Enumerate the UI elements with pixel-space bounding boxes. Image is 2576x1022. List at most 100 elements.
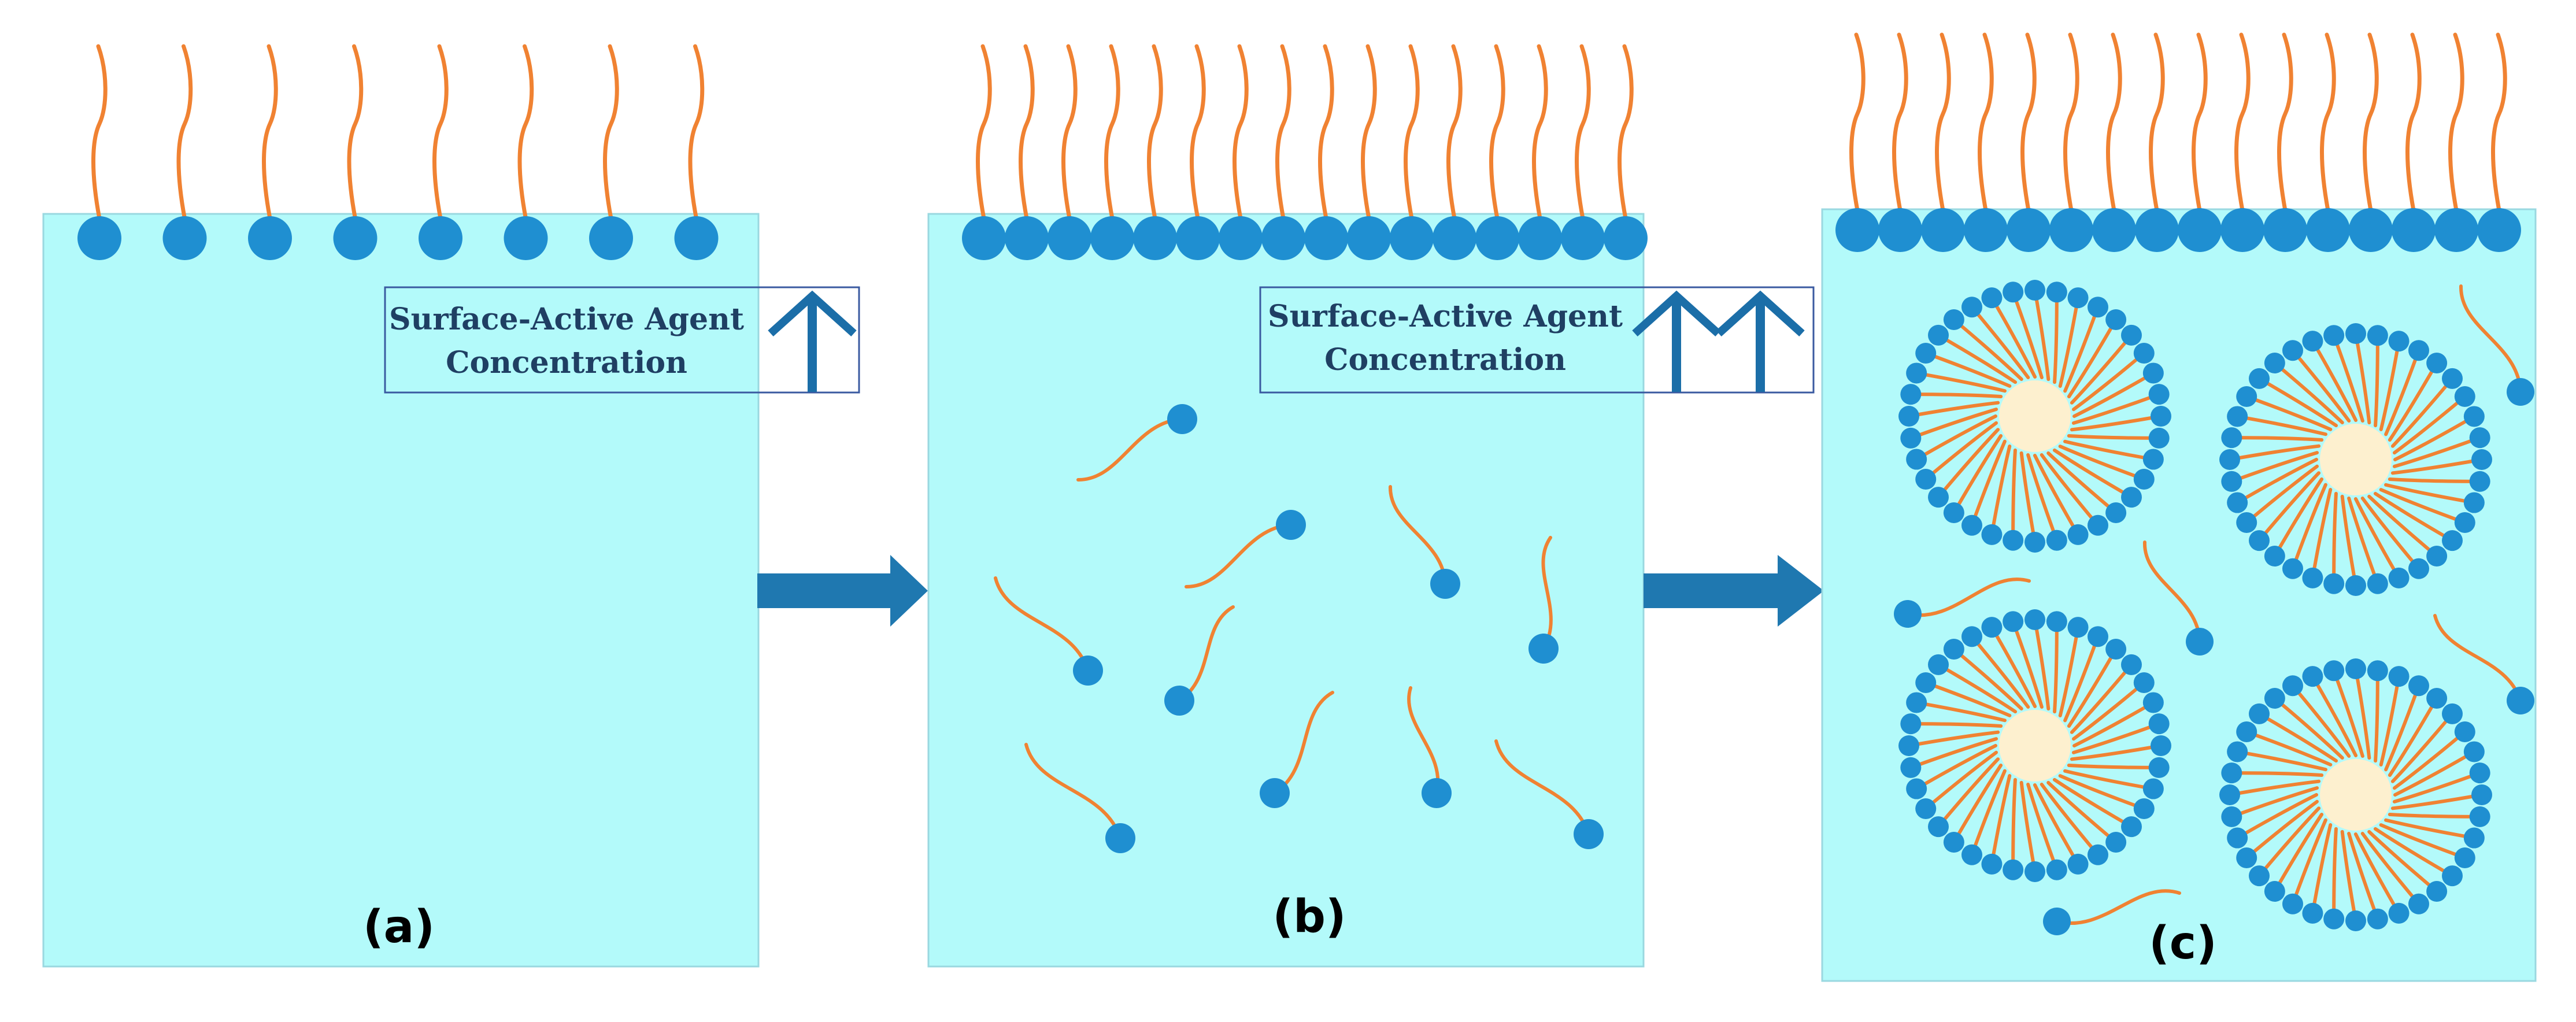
micelle-tail: [2067, 647, 2118, 728]
surfactant-tail: [2149, 32, 2165, 213]
micelle-tail: [2373, 491, 2454, 543]
micelle-head: [1928, 654, 1949, 675]
micelle-tail: [2379, 488, 2467, 524]
micelle-head: [2067, 287, 2089, 309]
micelle-head: [2471, 449, 2492, 470]
micelle-head: [2249, 865, 2270, 887]
micelle-head: [2227, 827, 2248, 849]
surfactant-head: [1261, 216, 1305, 260]
micelle-tail: [2311, 339, 2358, 422]
micelle-head: [2388, 567, 2410, 588]
free-surfactant-head: [2507, 687, 2534, 714]
micelle-tail: [2354, 667, 2371, 760]
micelle-tail: [2257, 376, 2338, 428]
micelle-tail: [1915, 371, 2007, 393]
micelle-core: [2320, 759, 2392, 831]
micelle-head: [2221, 471, 2242, 492]
surfactant-tail: [2106, 32, 2122, 213]
micelle: [2219, 658, 2492, 931]
process-arrow-b-to-c: [1644, 555, 1824, 627]
micelle-tail: [2228, 779, 2321, 797]
micelle-tail: [1915, 701, 2007, 723]
micelle-tail: [2011, 620, 2044, 709]
surfactant-head: [1176, 216, 1220, 260]
surfactant-tail: [2234, 32, 2251, 213]
surfactant-head: [1835, 208, 1879, 252]
micelle-tail: [2388, 477, 2482, 483]
free-surfactant-tail: [1388, 485, 1447, 586]
legend-label-line1-b: Surface-Active Agent: [1268, 299, 1623, 334]
micelle-head: [1900, 713, 1922, 735]
surfactant-tail: [1446, 44, 1463, 221]
micelle-tail: [1924, 421, 1998, 481]
surfactant-tail: [1318, 44, 1334, 221]
surfactant-head: [2263, 208, 2307, 252]
micelle-head: [2441, 368, 2463, 389]
surfactant-head: [2092, 208, 2136, 252]
micelle-head: [2264, 353, 2285, 374]
micelles-c: [1898, 280, 2492, 931]
micelle-tail: [1952, 434, 2003, 514]
micelle-tail: [2257, 471, 2321, 543]
surfactant-head: [1604, 216, 1648, 260]
micelle-tail: [2245, 799, 2319, 860]
micelle-head: [2426, 353, 2448, 374]
micelle-head: [2408, 340, 2429, 361]
micelle-tail: [1915, 414, 1997, 461]
micelle-head: [1915, 343, 1937, 364]
surfactant-tail: [432, 44, 449, 221]
micelle-tail: [1990, 296, 2037, 379]
micelle-tail: [2071, 392, 2161, 425]
micelle-tail: [2332, 669, 2364, 758]
micelle-head: [2388, 902, 2410, 924]
micelle-tail: [1990, 774, 2012, 866]
micelle-tail: [2026, 453, 2059, 542]
micelle-tail: [2360, 496, 2420, 571]
surfactant-head: [2434, 208, 2478, 252]
micelle-tail: [2332, 491, 2338, 586]
micelle-head: [2323, 325, 2345, 346]
micelle-tail: [2033, 454, 2080, 536]
micelle-head: [2088, 297, 2108, 318]
micelle-tail: [2390, 376, 2454, 448]
micelle-tail: [2070, 662, 2133, 734]
panel-label-c: (c): [2149, 917, 2217, 969]
micelle-head: [2408, 893, 2429, 914]
micelle-tail: [1909, 737, 1998, 769]
micelle-tail: [2393, 414, 2476, 462]
surfactant-head: [1561, 216, 1605, 260]
surfactant-head: [962, 216, 1006, 260]
micelle-tail: [2332, 827, 2338, 921]
micelle-tail: [2019, 780, 2037, 873]
micelle-head: [2471, 784, 2492, 805]
free-surfactant-head: [1164, 686, 1194, 716]
micelle-tail: [2379, 823, 2467, 860]
surfactant-tail: [976, 44, 992, 221]
legend-box-a: [384, 286, 860, 394]
micelle-tail: [2374, 334, 2379, 428]
micelle-head: [2133, 672, 2155, 693]
panel-b: Surface-Active Agent Concentration (b): [927, 44, 1815, 968]
micelle-head: [2236, 386, 2257, 407]
concentration-up-arrow-icon: [768, 290, 857, 392]
micelle-head: [2120, 324, 2142, 346]
panel-label-a: (a): [363, 901, 435, 953]
free-surfactant-tail: [2459, 284, 2522, 394]
micelle-tail: [1970, 439, 2007, 527]
micelle-tail: [2367, 830, 2439, 893]
micelle-head: [1915, 469, 1937, 490]
surfactant-tail: [1849, 32, 1866, 213]
micelle-head: [2323, 573, 2345, 594]
micelle-head: [2120, 487, 2142, 508]
free-surfactant-tail: [1541, 536, 1553, 650]
micelle-head: [1981, 524, 2003, 545]
free-surfactant-head: [1105, 823, 1135, 853]
surfactant-tail: [2448, 32, 2464, 213]
micelle-tail: [2072, 701, 2155, 748]
micelle-tail: [2245, 730, 2333, 766]
micelle-tail: [2393, 750, 2476, 797]
surface-surfactants-c: [1835, 32, 2521, 252]
micelle-tail: [1907, 730, 2000, 747]
micelle-head: [2302, 902, 2323, 924]
micelle-tail: [2392, 436, 2482, 468]
